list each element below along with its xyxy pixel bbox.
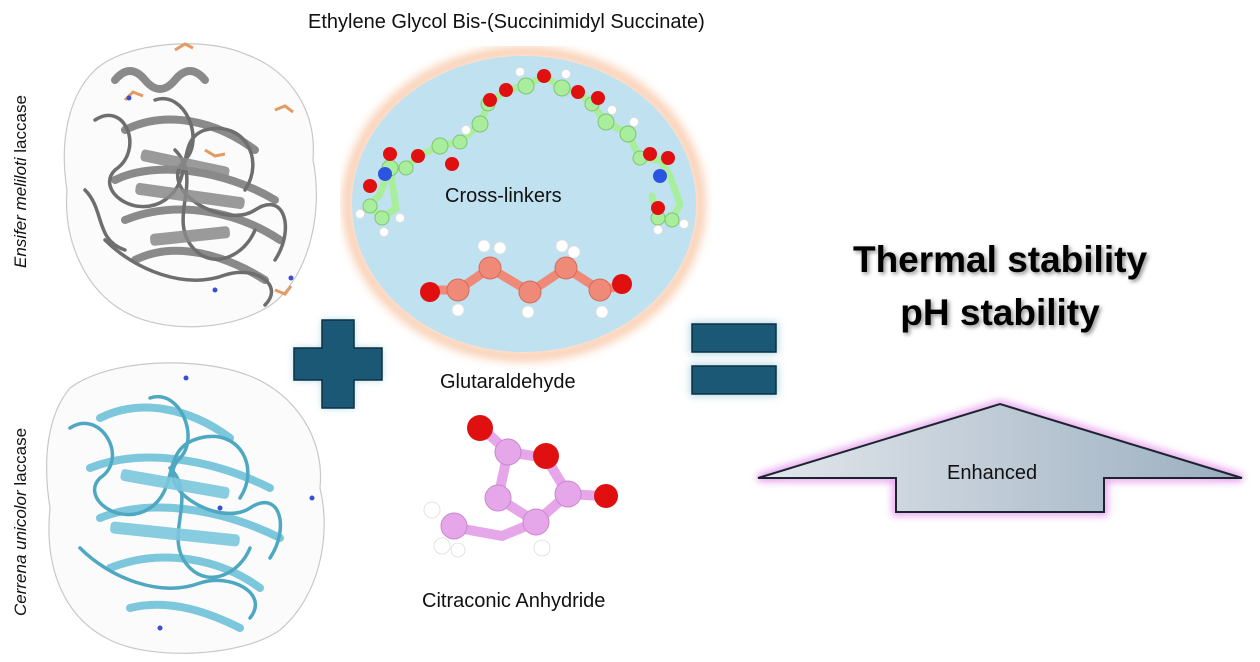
enhanced-arrow — [756, 400, 1244, 516]
ensifer-laccase-structure — [63, 42, 317, 328]
enhanced-label: Enhanced — [947, 462, 1038, 484]
cerrena-laccase-structure — [46, 362, 325, 654]
cerrena-suffix: laccase — [11, 427, 30, 491]
egs-title: Ethylene Glycol Bis-(Succinimidyl Succin… — [308, 11, 705, 33]
glutaraldehyde-label: Glutaraldehyde — [440, 371, 576, 393]
equals-icon — [690, 322, 778, 396]
ensifer-species: Ensifer meliloti — [11, 157, 30, 268]
crosslinker-circle — [343, 47, 705, 361]
cerrena-species: Cerrena unicolor — [11, 490, 30, 616]
ensifer-laccase-label: Ensifer meliloti laccase — [11, 95, 31, 268]
plus-icon — [293, 319, 383, 409]
ph-stability-label: pH stability — [900, 292, 1100, 333]
crosslinkers-label: Cross-linkers — [445, 185, 562, 207]
ensifer-suffix: laccase — [11, 95, 30, 158]
egs-molecule — [355, 67, 689, 237]
thermal-stability-label: Thermal stability — [852, 239, 1148, 280]
cerrena-laccase-label: Cerrena unicolor laccase — [11, 428, 31, 616]
citraconic-anhydride-molecule — [423, 415, 618, 558]
glutaraldehyde-molecule — [420, 239, 632, 319]
citraconic-label: Citraconic Anhydride — [422, 590, 606, 612]
